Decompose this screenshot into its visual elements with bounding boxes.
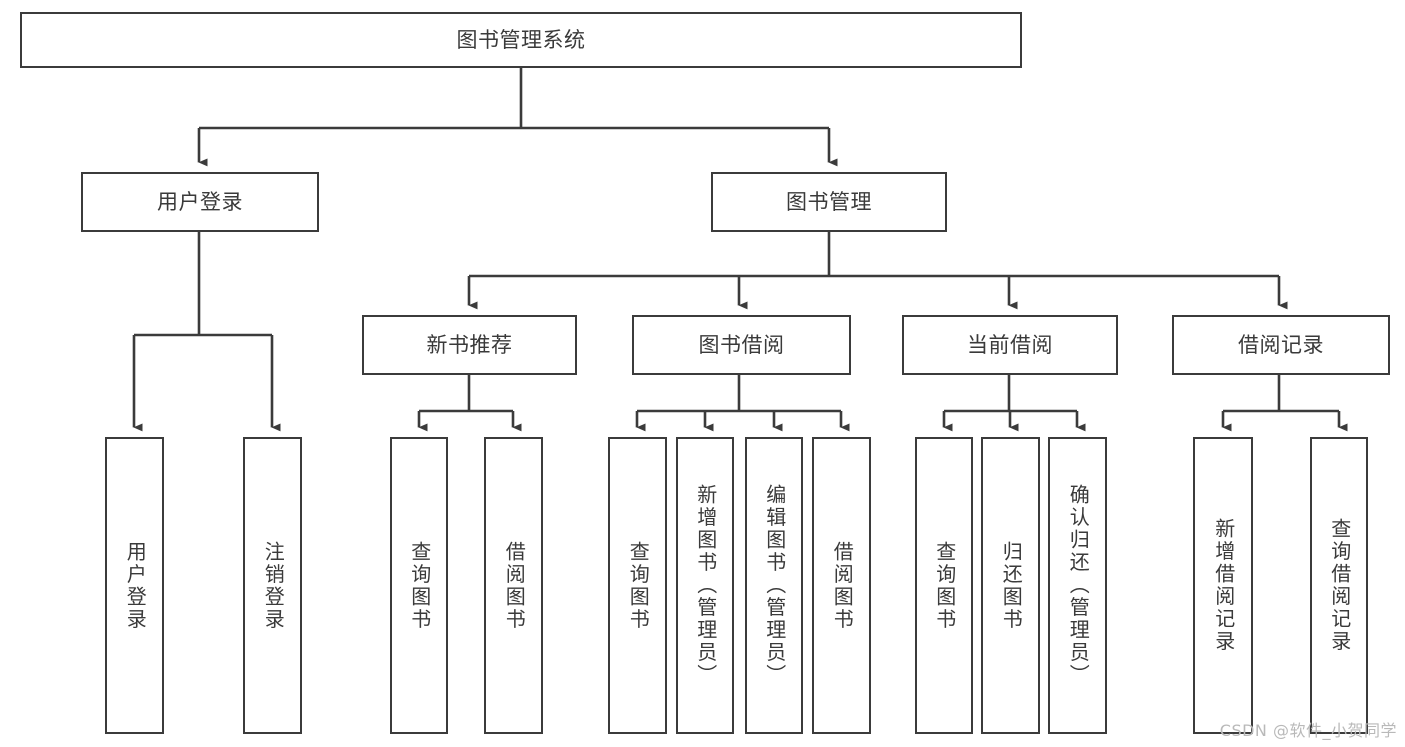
- node-leaf-5[interactable]: 查询图书: [608, 437, 667, 734]
- node-leaf-11[interactable]: 确认归还（管理员）: [1048, 437, 1107, 734]
- node-label: 查询图书: [407, 540, 432, 631]
- node-label: 用户登录: [157, 189, 243, 214]
- node-label: 新增借阅记录: [1211, 518, 1236, 653]
- node-leaf-3[interactable]: 查询图书: [390, 437, 448, 734]
- node-label: 借阅图书: [502, 540, 527, 631]
- node-leaf-8[interactable]: 借阅图书: [812, 437, 871, 734]
- node-leaf-6[interactable]: 新增图书（管理员）: [676, 437, 734, 734]
- node-level2-4[interactable]: 借阅记录: [1172, 315, 1390, 375]
- node-level2-1[interactable]: 新书推荐: [362, 315, 577, 375]
- node-label: 图书管理系统: [456, 27, 586, 52]
- node-label: 图书管理: [786, 189, 872, 214]
- node-label: 借阅图书: [830, 540, 855, 631]
- node-label: 查询图书: [626, 540, 651, 631]
- node-label: 确认归还（管理员）: [1066, 484, 1091, 687]
- node-leaf-9[interactable]: 查询图书: [915, 437, 973, 734]
- node-level2-3[interactable]: 当前借阅: [902, 315, 1118, 375]
- node-label: 新书推荐: [426, 332, 513, 357]
- edge-group: [132, 68, 1348, 432]
- node-leaf-2[interactable]: 注销登录: [243, 437, 302, 734]
- node-level1-2[interactable]: 图书管理: [711, 172, 947, 232]
- node-label: 借阅记录: [1238, 332, 1324, 357]
- node-label: 当前借阅: [967, 332, 1053, 357]
- node-leaf-1[interactable]: 用户登录: [105, 437, 164, 734]
- node-label: 用户登录: [123, 540, 148, 631]
- node-label: 归还图书: [999, 540, 1024, 631]
- node-root-title[interactable]: 图书管理系统: [20, 12, 1022, 68]
- node-label: 注销登录: [261, 540, 286, 631]
- node-label: 编辑图书（管理员）: [762, 484, 787, 687]
- node-leaf-13[interactable]: 查询借阅记录: [1310, 437, 1368, 734]
- node-label: 查询图书: [932, 540, 957, 631]
- node-leaf-7[interactable]: 编辑图书（管理员）: [745, 437, 803, 734]
- node-level2-2[interactable]: 图书借阅: [632, 315, 851, 375]
- node-leaf-10[interactable]: 归还图书: [981, 437, 1040, 734]
- node-leaf-4[interactable]: 借阅图书: [484, 437, 543, 734]
- watermark: CSDN @软件_小贺同学: [1219, 721, 1397, 740]
- node-level1-1[interactable]: 用户登录: [81, 172, 319, 232]
- node-label: 查询借阅记录: [1327, 518, 1352, 653]
- node-label: 新增图书（管理员）: [693, 484, 718, 687]
- node-leaf-12[interactable]: 新增借阅记录: [1193, 437, 1253, 734]
- node-label: 图书借阅: [698, 332, 785, 357]
